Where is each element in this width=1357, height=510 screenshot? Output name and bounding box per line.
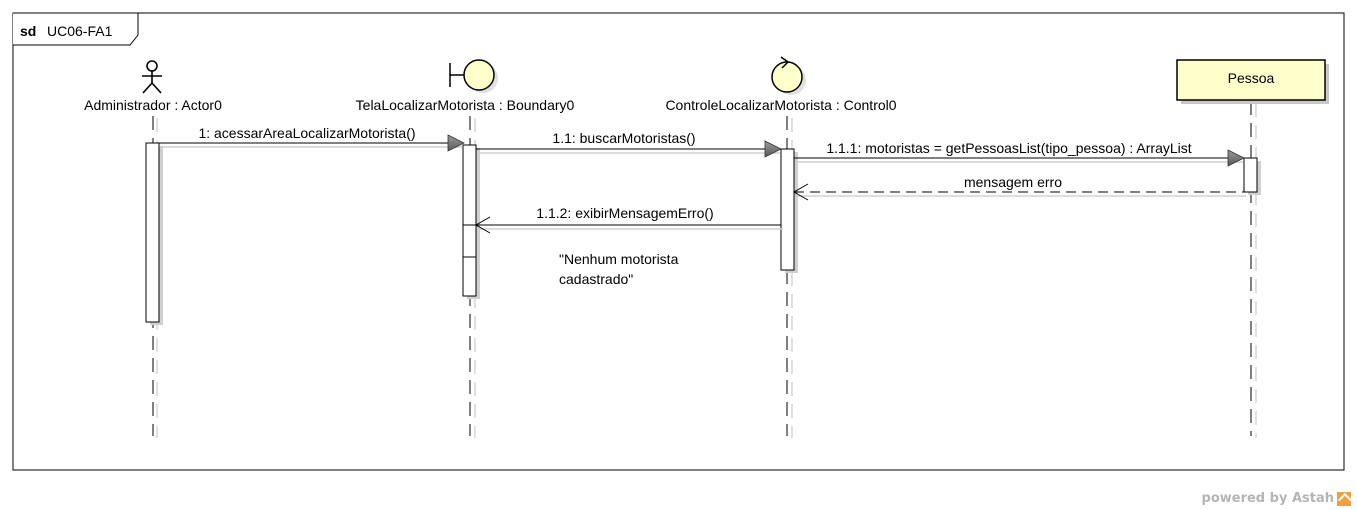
message-label-1-1: 1.1: buscarMotoristas() [552,130,695,146]
message-1-1: 1.1: buscarMotoristas() [476,130,782,158]
note-line-1: "Nenhum motorista [559,251,679,267]
frame-keyword: sd [20,23,36,39]
message-label-reply: mensagem erro [964,174,1062,190]
boundary-icon [449,59,498,93]
message-1: 1: acessarAreaLocalizarMotorista() [159,125,465,152]
astah-logo-icon [1337,491,1351,506]
watermark-text: powered by Astah [1201,491,1334,506]
lifeline-label-tela: TelaLocalizarMotorista : Boundary0 [356,97,575,113]
lifeline-label-pessoa: Pessoa [1228,70,1275,86]
note-line-2: cadastrado" [559,271,633,287]
message-label-1: 1: acessarAreaLocalizarMotorista() [198,125,415,141]
note-text: "Nenhum motorista cadastrado" [559,251,679,287]
control-icon [771,56,806,95]
actor-icon [142,60,162,94]
message-label-1-1-1: 1.1.1: motoristas = getPessoasList(tipo_… [826,140,1191,156]
class-box-pessoa: Pessoa [1176,59,1329,104]
message-reply: mensagem erro [792,174,1246,201]
message-label-1-1-2: 1.1.2: exibirMensagemErro() [536,205,713,221]
lifeline-label-administrador: Administrador : Actor0 [84,97,222,113]
lifeline-label-controle: ControleLocalizarMotorista : Control0 [665,97,896,113]
activation-bars [145,142,1261,325]
message-1-1-1: 1.1.1: motoristas = getPessoasList(tipo_… [794,140,1245,167]
message-1-1-2: 1.1.2: exibirMensagemErro() [474,205,783,234]
frame-name: UC06-FA1 [47,23,113,39]
astah-watermark: powered by Astah [1202,491,1351,506]
sequence-frame: sd UC06-FA1 [12,12,1345,471]
